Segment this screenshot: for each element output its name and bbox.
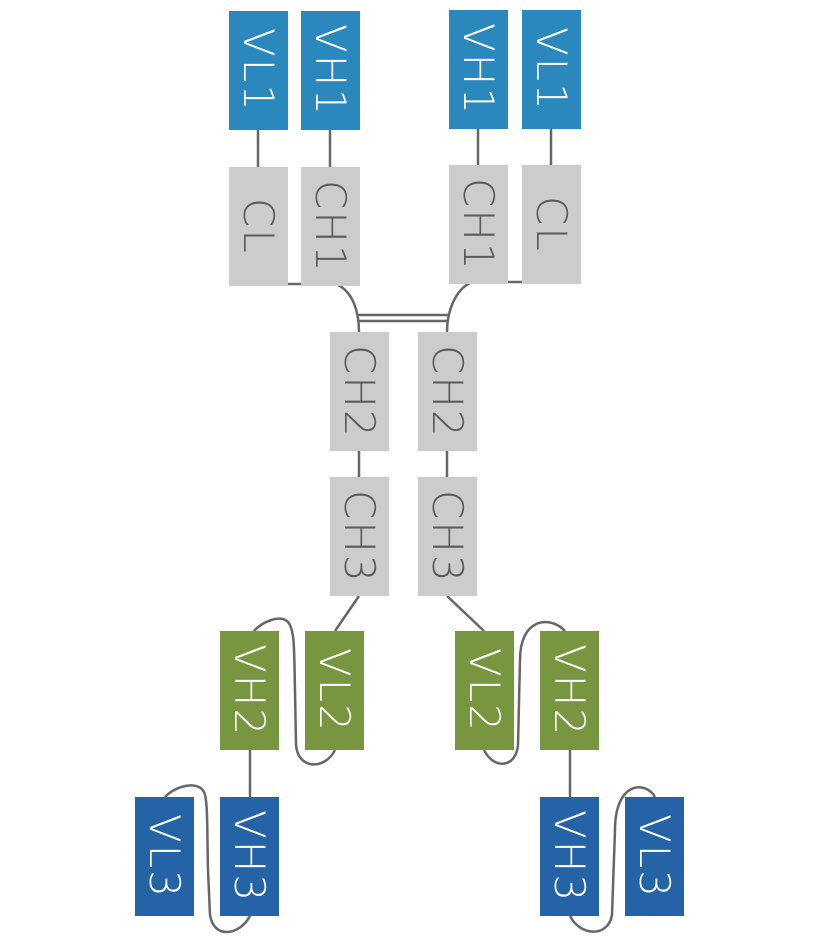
- domain-ch3-left: CH3: [330, 477, 389, 596]
- domain-vl2-left: VL2: [305, 631, 364, 750]
- domain-ch1-left: CH1: [301, 167, 360, 286]
- hinge-right: [445, 281, 471, 333]
- domain-vh1-right: VH1: [449, 10, 508, 129]
- hinge-left: [337, 283, 361, 333]
- domain-vl2-right: VL2: [455, 631, 514, 750]
- domain-ch3-right: CH3: [418, 477, 477, 596]
- linker-vl2-vh2-right: [482, 620, 566, 765]
- domain-vh2-right: VH2: [540, 631, 599, 750]
- linker-vh2-vl2-left: [253, 617, 337, 766]
- domain-ch1-right: CH1: [449, 165, 508, 284]
- linker-vh3-vl3-right: [568, 786, 657, 933]
- domain-vh3-left: VH3: [220, 797, 279, 916]
- domain-vl3-left: VL3: [135, 797, 194, 916]
- link-ch3-vl2-right: [446, 595, 485, 632]
- domain-ch2-left: CH2: [330, 332, 389, 451]
- domain-vl3-right: VL3: [625, 797, 684, 916]
- domain-vl1-right: VL1: [522, 10, 581, 129]
- domain-cl-left: CL: [229, 167, 288, 286]
- domain-vl1-left: VL1: [229, 11, 288, 130]
- domain-vh1-left: VH1: [301, 11, 360, 130]
- domain-ch2-right: CH2: [418, 332, 477, 451]
- link-ch3-vl2-left: [333, 595, 361, 632]
- linker-vl3-vh3-left: [164, 784, 252, 934]
- domain-vh3-right: VH3: [540, 797, 599, 916]
- domain-vh2-left: VH2: [220, 631, 279, 750]
- domain-cl-right: CL: [522, 165, 581, 284]
